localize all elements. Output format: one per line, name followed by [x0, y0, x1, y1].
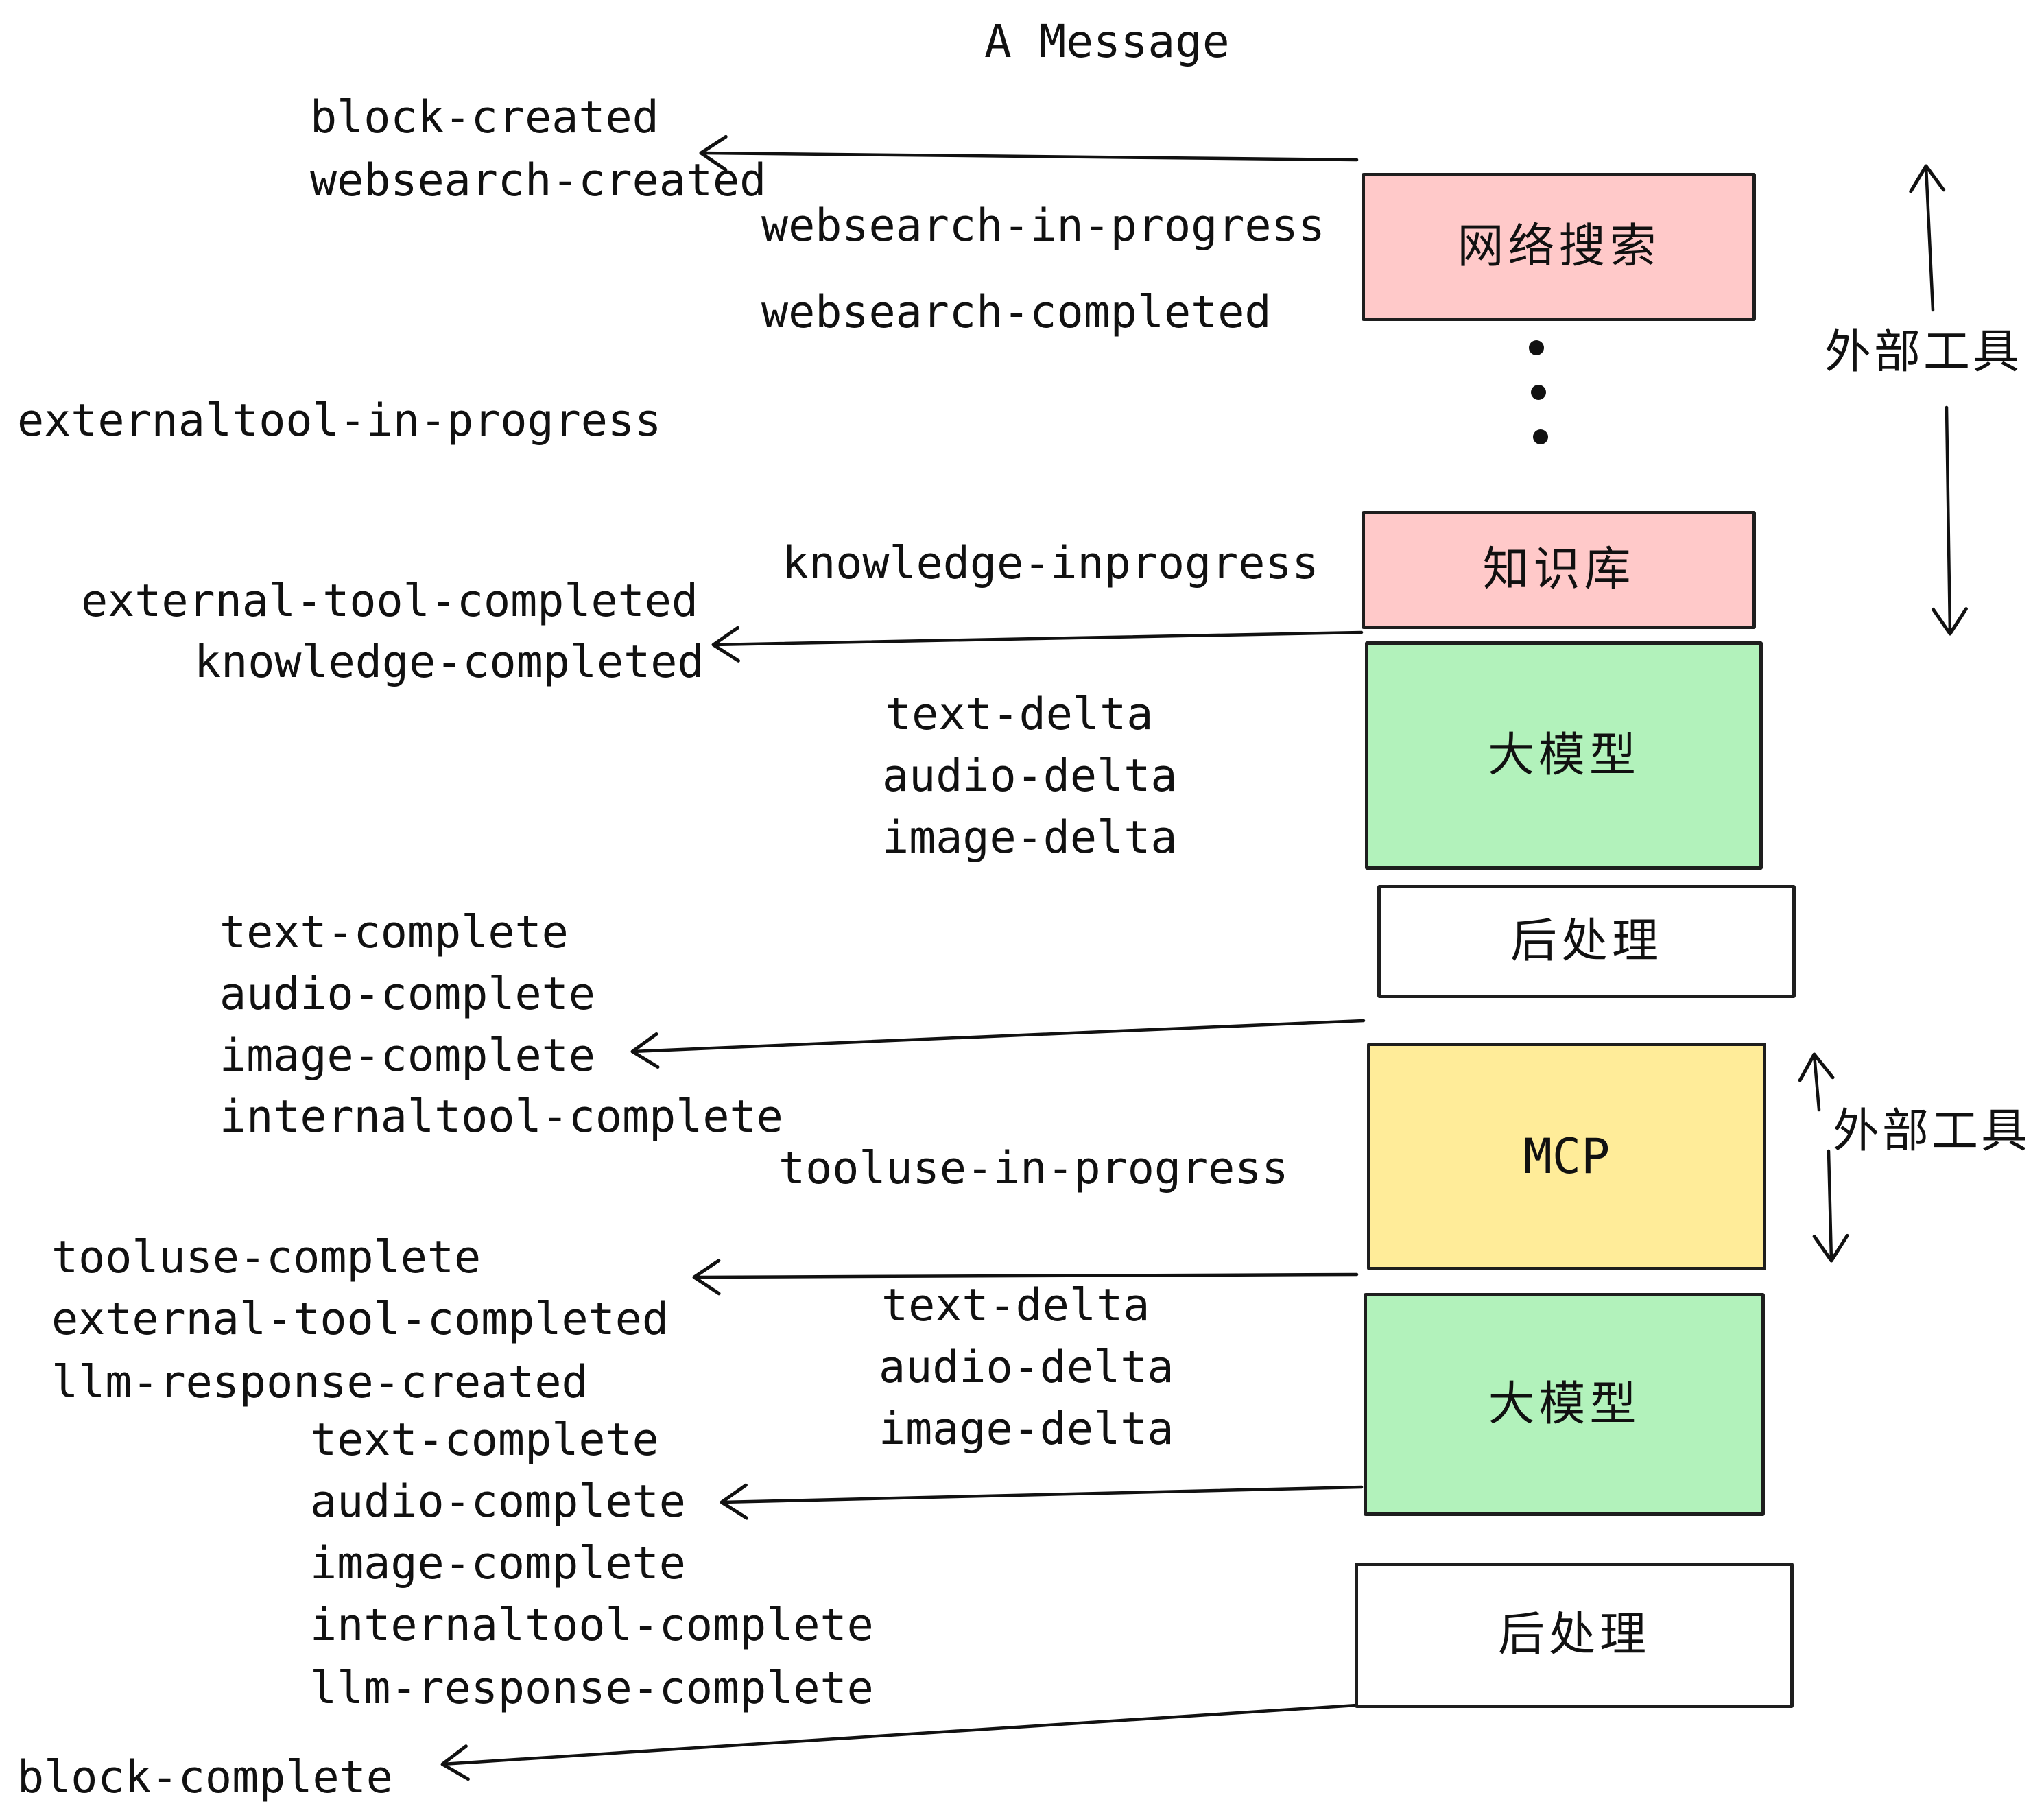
box-post-processing-1: 后处理	[1377, 885, 1796, 998]
event-label-block-complete: block-complete	[17, 1752, 393, 1803]
ellipsis-dot-2	[1531, 385, 1546, 400]
event-label-audio-delta: audio-delta	[879, 1342, 1174, 1393]
event-label-internaltool-complete: internaltool-complete	[219, 1091, 783, 1143]
arrow-to-block-complete	[440, 1703, 1359, 1781]
event-label-internaltool-complete: internaltool-complete	[310, 1600, 874, 1651]
box-label-post-processing-2: 后处理	[1497, 1608, 1650, 1662]
event-label-image-complete: image-complete	[219, 1030, 595, 1082]
event-label-audio-complete: audio-complete	[219, 969, 595, 1020]
arrow-to-audio-complete	[720, 1483, 1364, 1520]
arrow-to-knowledge-completed	[711, 626, 1364, 663]
event-label-image-delta: image-delta	[882, 812, 1178, 864]
box-label-mcp: MCP	[1523, 1128, 1611, 1185]
event-label-knowledge-completed: knowledge-completed	[194, 637, 704, 688]
event-label-tooluse-complete: tooluse-complete	[51, 1232, 482, 1283]
down-arrow-external-tools-2	[1812, 1149, 1849, 1263]
box-llm-1: 大模型	[1365, 641, 1763, 870]
event-label-tooluse-in-progress: tooluse-in-progress	[779, 1143, 1289, 1194]
box-label-llm-1: 大模型	[1487, 728, 1640, 783]
event-label-text-complete: text-complete	[310, 1414, 659, 1466]
event-label-llm-response-created: llm-response-created	[51, 1357, 589, 1408]
event-label-audio-complete: audio-complete	[310, 1476, 686, 1528]
box-label-post-processing-1: 后处理	[1510, 914, 1663, 969]
ellipsis-dot-1	[1529, 340, 1544, 355]
box-websearch: 网络搜索	[1362, 173, 1756, 321]
down-arrow-external-tools-1	[1931, 405, 1968, 636]
box-mcp: MCP	[1367, 1043, 1766, 1270]
event-label-text-delta: text-delta	[885, 689, 1154, 740]
up-arrow-external-tools-2	[1798, 1052, 1835, 1112]
arrow-to-websearch-created	[699, 134, 1359, 171]
event-label-text-complete: text-complete	[219, 907, 569, 958]
box-knowledge: 知识库	[1362, 511, 1756, 629]
event-label-external-tool-completed: external-tool-completed	[81, 575, 699, 627]
up-arrow-external-tools-1	[1909, 164, 1946, 312]
event-label-llm-response-complete: llm-response-complete	[310, 1663, 874, 1714]
side-label-external-tools-2: 外部工具	[1833, 1104, 2031, 1159]
event-label-text-delta: text-delta	[881, 1280, 1150, 1331]
box-post-processing-2: 后处理	[1355, 1563, 1794, 1708]
event-label-image-delta: image-delta	[879, 1403, 1174, 1455]
event-label-image-complete: image-complete	[310, 1538, 686, 1589]
event-label-websearch-in-progress: websearch-in-progress	[761, 200, 1325, 252]
box-label-knowledge: 知识库	[1482, 543, 1635, 597]
event-label-websearch-completed: websearch-completed	[761, 287, 1272, 338]
arrow-to-tooluse-complete	[692, 1259, 1359, 1296]
diagram-title: A Message	[984, 15, 1230, 68]
box-label-websearch: 网络搜索	[1457, 219, 1661, 274]
event-label-external-tool-completed: external-tool-completed	[51, 1294, 669, 1345]
event-label-audio-delta: audio-delta	[882, 750, 1178, 802]
arrow-to-image-complete	[630, 1019, 1366, 1069]
ellipsis-dot-3	[1533, 429, 1548, 444]
event-label-websearch-created: websearch-created	[310, 155, 767, 206]
event-label-block-created: block-created	[310, 92, 659, 143]
side-label-external-tools-1: 外部工具	[1825, 325, 2023, 379]
event-label-knowledge-inprogress: knowledge-inprogress	[782, 538, 1319, 589]
box-label-llm-2: 大模型	[1488, 1377, 1641, 1432]
box-llm-2: 大模型	[1364, 1293, 1765, 1516]
event-label-externaltool-in-progress: externaltool-in-progress	[17, 395, 662, 447]
